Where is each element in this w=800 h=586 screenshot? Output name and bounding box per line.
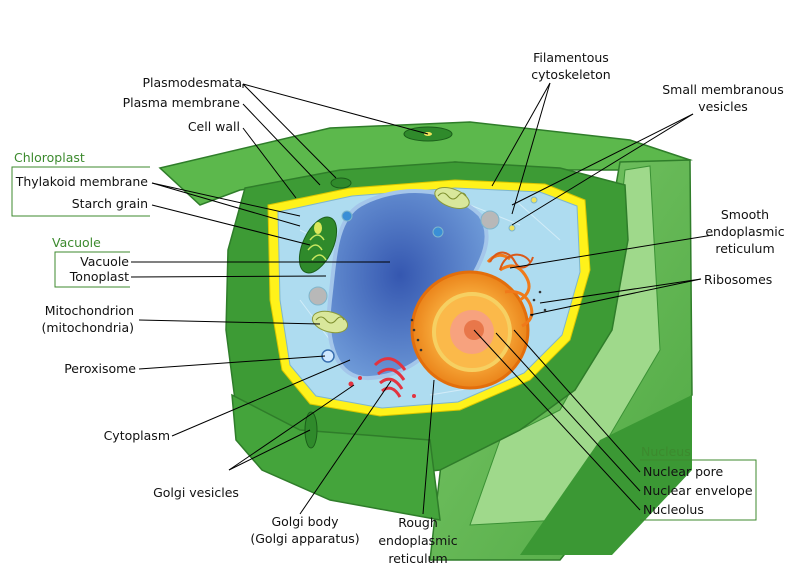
label-mitochondria: (mitochondria) (41, 320, 134, 335)
label-peroxisome: Peroxisome (64, 361, 136, 376)
leader-lines (130, 82, 714, 515)
small-vesicles (308, 196, 538, 306)
cell-wall-lower-front (231, 393, 441, 521)
label-ribosomes: Ribosomes (704, 272, 772, 287)
mitochondrion-2 (434, 187, 470, 209)
label-filamentous-1: Filamentous (533, 50, 609, 65)
label-golgi-body: Golgi body (271, 514, 339, 529)
label-thylakoid-membrane: Thylakoid membrane (15, 174, 149, 189)
group-box-vacuole (54, 251, 130, 288)
group-label-vacuole: Vacuole (52, 235, 101, 250)
chloroplast (298, 216, 338, 274)
label-vacuole: Vacuole (80, 254, 129, 269)
label-golgi-vesicles: Golgi vesicles (153, 485, 239, 500)
label-rough-er-1: Rough (398, 515, 438, 530)
label-rough-er-3: reticulum (388, 551, 447, 566)
group-box-nucleus (640, 459, 757, 521)
label-filamentous-2: cytoskeleton (531, 67, 610, 82)
label-starch-grain: Starch grain (72, 196, 148, 211)
label-plasmodesmata: Plasmodesmata (142, 75, 242, 90)
mitochondrion (311, 310, 349, 334)
smooth-er (489, 251, 534, 271)
golgi-vesicles (348, 376, 416, 398)
label-nuclear-envelope: Nuclear envelope (643, 483, 753, 498)
group-label-chloroplast: Chloroplast (14, 150, 85, 165)
label-tonoplast: Tonoplast (69, 269, 129, 284)
label-cytoplasm: Cytoplasm (104, 428, 170, 443)
label-smooth-er-3: reticulum (715, 241, 774, 256)
cell-body (158, 121, 693, 561)
group-box-chloroplast (11, 166, 150, 217)
group-label-nucleus: Nucleus (641, 444, 691, 459)
label-golgi-apparatus: (Golgi apparatus) (250, 531, 359, 546)
label-small-vesicles-1: Small membranous (662, 82, 783, 97)
label-plasma-membrane: Plasma membrane (123, 95, 241, 110)
label-smooth-er-2: endoplasmic (705, 224, 784, 239)
nucleus (410, 270, 530, 390)
label-nuclear-pore: Nuclear pore (643, 464, 724, 479)
label-cell-wall: Cell wall (188, 119, 240, 134)
labels: Plasmodesmata Plasma membrane Cell wall … (14, 50, 785, 566)
label-mitochondrion: Mitochondrion (45, 303, 134, 318)
golgi-body (373, 357, 407, 398)
label-small-vesicles-2: vesicles (698, 99, 748, 114)
cell-wall-cut-shade (520, 395, 692, 555)
label-nucleolus: Nucleolus (643, 502, 704, 517)
label-rough-er-2: endoplasmic (378, 533, 457, 548)
label-smooth-er-1: Smooth (721, 207, 769, 222)
